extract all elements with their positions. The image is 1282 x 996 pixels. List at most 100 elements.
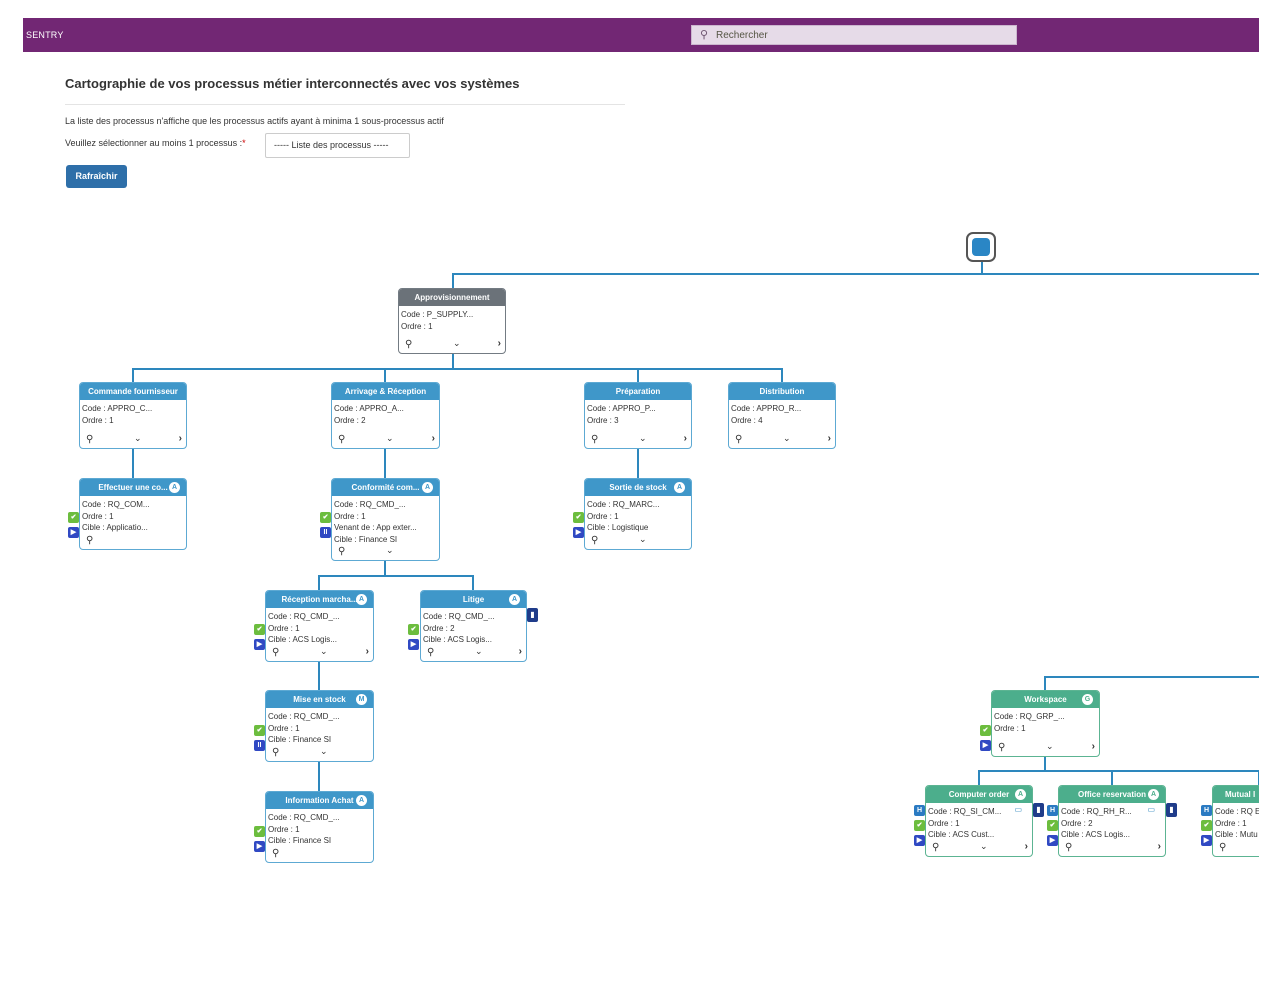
chevron-down-icon[interactable]: ⌄ bbox=[386, 433, 394, 443]
chevron-right-icon[interactable]: › bbox=[1157, 841, 1161, 852]
check-icon[interactable]: ✔ bbox=[980, 725, 991, 736]
h-icon[interactable]: H bbox=[1047, 805, 1058, 816]
chevron-down-icon[interactable]: ⌄ bbox=[475, 646, 483, 656]
lock-icon[interactable]: ▮ bbox=[1166, 803, 1177, 817]
h-icon[interactable]: H bbox=[1201, 805, 1212, 816]
process-node-distribution[interactable]: Distribution Code : APPRO_R... Ordre : 4… bbox=[728, 382, 836, 449]
process-node-preparation[interactable]: Préparation Code : APPRO_P... Ordre : 3 … bbox=[584, 382, 692, 449]
process-node-arrivage-reception[interactable]: Arrivage & Réception Code : APPRO_A... O… bbox=[331, 382, 440, 449]
search-icon[interactable]: ⚲ bbox=[338, 546, 346, 557]
check-icon[interactable]: ✔ bbox=[1047, 820, 1058, 831]
check-icon[interactable]: ✔ bbox=[914, 820, 925, 831]
search-icon[interactable]: ⚲ bbox=[591, 535, 599, 546]
chevron-down-icon[interactable]: ⌄ bbox=[783, 433, 791, 443]
search-icon[interactable]: ⚲ bbox=[735, 434, 743, 445]
chevron-right-icon[interactable]: › bbox=[683, 433, 687, 444]
node-order: Ordre : 1 bbox=[587, 511, 619, 521]
chevron-down-icon[interactable]: ⌄ bbox=[1046, 741, 1054, 751]
message-icon[interactable]: ▭ bbox=[1014, 805, 1022, 814]
check-icon[interactable]: ✔ bbox=[254, 624, 265, 635]
root-node[interactable] bbox=[966, 232, 996, 262]
search-icon[interactable]: ⚲ bbox=[272, 647, 280, 658]
chevron-down-icon[interactable]: ⌄ bbox=[453, 338, 461, 348]
chevron-right-icon[interactable]: › bbox=[431, 433, 435, 444]
play-icon[interactable]: ▶ bbox=[914, 835, 925, 846]
search-icon[interactable]: ⚲ bbox=[338, 434, 346, 445]
brand-logo[interactable]: SENTRY bbox=[26, 30, 64, 40]
process-node-reception-marchandise[interactable]: Réception marcha...A Code : RQ_CMD_... O… bbox=[265, 590, 374, 662]
process-node-conformite[interactable]: Conformité com...A Code : RQ_CMD_... Ord… bbox=[331, 478, 440, 561]
check-icon[interactable]: ✔ bbox=[254, 826, 265, 837]
search-icon[interactable]: ⚲ bbox=[1065, 842, 1073, 853]
node-code: Code : RQ_SI_CM... bbox=[928, 807, 1002, 816]
lock-icon[interactable]: ▮ bbox=[527, 608, 538, 622]
chevron-right-icon[interactable]: › bbox=[1091, 741, 1095, 752]
play-icon[interactable]: ▶ bbox=[68, 527, 79, 538]
chevron-right-icon[interactable]: › bbox=[1024, 841, 1028, 852]
play-icon[interactable]: ▶ bbox=[1201, 835, 1212, 846]
chevron-down-icon[interactable]: ⌄ bbox=[639, 433, 647, 443]
process-select[interactable]: ----- Liste des processus ----- bbox=[265, 133, 410, 158]
chevron-down-icon[interactable]: ⌄ bbox=[639, 534, 647, 544]
chevron-right-icon[interactable]: › bbox=[827, 433, 831, 444]
connector bbox=[1044, 676, 1259, 678]
lock-icon[interactable]: ▮ bbox=[1033, 803, 1044, 817]
search-icon[interactable]: ⚲ bbox=[1219, 842, 1227, 853]
check-icon[interactable]: ✔ bbox=[573, 512, 584, 523]
chevron-right-icon[interactable]: › bbox=[365, 646, 369, 657]
check-icon[interactable]: ✔ bbox=[68, 512, 79, 523]
node-title: Effectuer une co...A bbox=[80, 479, 186, 496]
check-icon[interactable]: ✔ bbox=[254, 725, 265, 736]
search-input[interactable]: ⚲ Rechercher bbox=[691, 25, 1017, 45]
chevron-right-icon[interactable]: › bbox=[518, 646, 522, 657]
check-icon[interactable]: ✔ bbox=[1201, 820, 1212, 831]
refresh-button[interactable]: Rafraîchir bbox=[66, 165, 127, 188]
process-node-approvisionnement[interactable]: Approvisionnement Code : P_SUPPLY... Ord… bbox=[398, 288, 506, 354]
play-icon[interactable]: ▶ bbox=[408, 639, 419, 650]
search-icon[interactable]: ⚲ bbox=[932, 842, 940, 853]
chevron-down-icon[interactable]: ⌄ bbox=[386, 545, 394, 555]
node-order: Ordre : 1 bbox=[268, 723, 300, 733]
search-icon[interactable]: ⚲ bbox=[427, 647, 435, 658]
pause-icon[interactable]: II bbox=[320, 527, 331, 538]
process-node-commande-fournisseur[interactable]: Commande fournisseur Code : APPRO_C... O… bbox=[79, 382, 187, 449]
play-icon[interactable]: ▶ bbox=[980, 740, 991, 751]
play-icon[interactable]: ▶ bbox=[254, 841, 265, 852]
play-icon[interactable]: ▶ bbox=[1047, 835, 1058, 846]
chevron-down-icon[interactable]: ⌄ bbox=[134, 433, 142, 443]
search-icon[interactable]: ⚲ bbox=[998, 742, 1006, 753]
chevron-right-icon[interactable]: › bbox=[497, 338, 501, 349]
search-icon[interactable]: ⚲ bbox=[272, 848, 280, 859]
h-icon[interactable]: H bbox=[914, 805, 925, 816]
search-icon[interactable]: ⚲ bbox=[591, 434, 599, 445]
search-icon[interactable]: ⚲ bbox=[405, 339, 413, 350]
play-icon[interactable]: ▶ bbox=[573, 527, 584, 538]
required-mark: * bbox=[242, 138, 246, 148]
pause-icon[interactable]: II bbox=[254, 740, 265, 751]
chevron-down-icon[interactable]: ⌄ bbox=[320, 646, 328, 656]
node-title-text: Conformité com... bbox=[351, 483, 420, 492]
chevron-right-icon[interactable]: › bbox=[178, 433, 182, 444]
search-icon[interactable]: ⚲ bbox=[272, 747, 280, 758]
chevron-down-icon[interactable]: ⌄ bbox=[320, 746, 328, 756]
search-icon[interactable]: ⚲ bbox=[86, 535, 94, 546]
chevron-down-icon[interactable]: ⌄ bbox=[980, 841, 988, 851]
message-icon[interactable]: ▭ bbox=[1147, 805, 1155, 814]
search-icon[interactable]: ⚲ bbox=[86, 434, 94, 445]
check-icon[interactable]: ✔ bbox=[320, 512, 331, 523]
connector bbox=[318, 661, 320, 691]
play-icon[interactable]: ▶ bbox=[254, 639, 265, 650]
check-icon[interactable]: ✔ bbox=[408, 624, 419, 635]
process-node-effectuer[interactable]: Effectuer une co...A Code : RQ_COM... Or… bbox=[79, 478, 187, 550]
node-code: Code : APPRO_P... bbox=[587, 404, 656, 413]
